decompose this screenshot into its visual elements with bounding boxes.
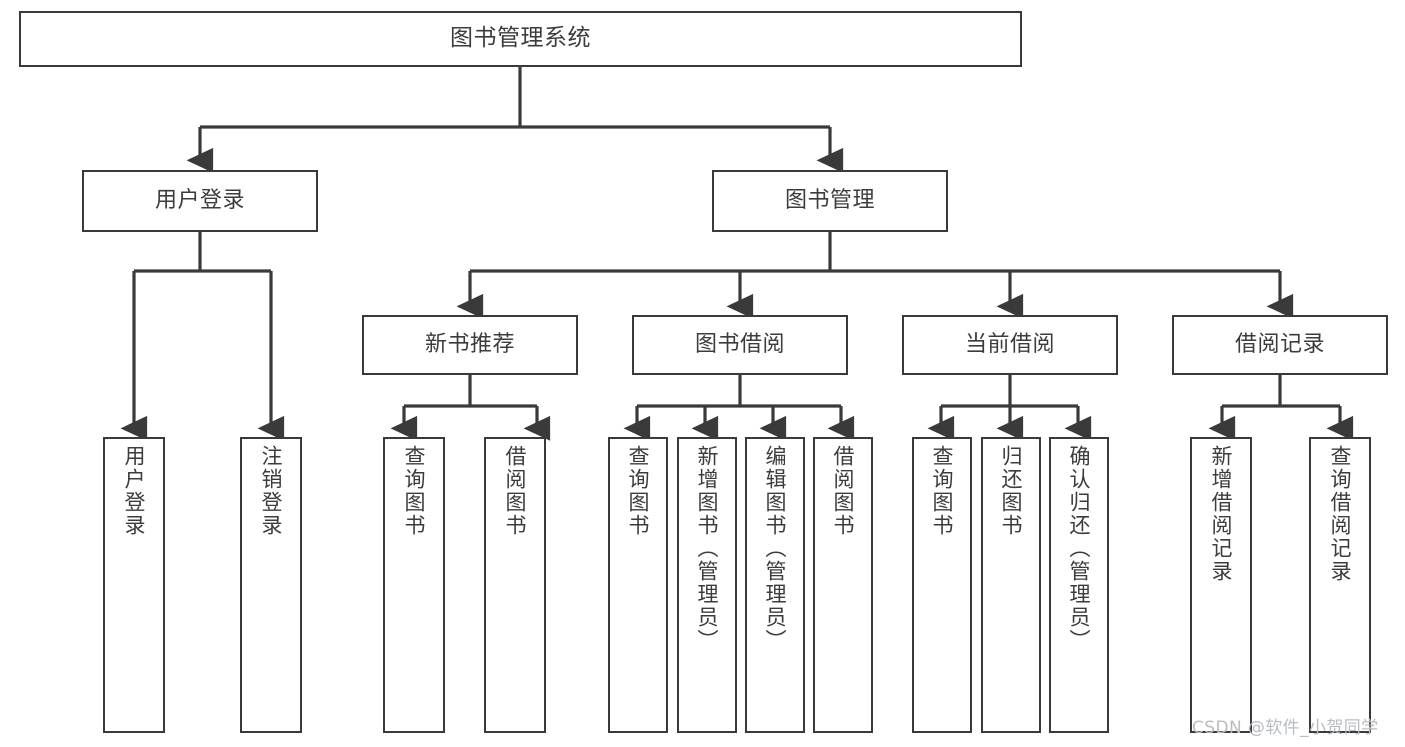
node-leaf-user-logout[interactable]: 注销登录	[240, 437, 302, 733]
node-user-login-label: 用户登录	[154, 187, 245, 213]
node-current-borrow[interactable]: 当前借阅	[902, 315, 1118, 375]
node-leaf-query-book-c-label: 查询图书	[930, 445, 955, 537]
node-leaf-query-book-c[interactable]: 查询图书	[912, 437, 972, 733]
node-leaf-query-book-a[interactable]: 查询图书	[383, 437, 445, 733]
node-root[interactable]: 图书管理系统	[19, 11, 1022, 67]
node-leaf-query-book-a-label: 查询图书	[402, 445, 427, 537]
node-root-label: 图书管理系统	[450, 25, 591, 52]
node-user-login[interactable]: 用户登录	[82, 170, 318, 232]
node-leaf-add-record[interactable]: 新增借阅记录	[1190, 437, 1252, 733]
node-leaf-confirm-return-label: 确认归还（管理员）	[1067, 445, 1092, 652]
node-leaf-query-record[interactable]: 查询借阅记录	[1309, 437, 1371, 733]
node-leaf-return-book[interactable]: 归还图书	[981, 437, 1041, 733]
node-leaf-user-logout-label: 注销登录	[259, 445, 284, 537]
node-leaf-confirm-return[interactable]: 确认归还（管理员）	[1049, 437, 1109, 733]
node-book-manage[interactable]: 图书管理	[712, 170, 948, 232]
node-leaf-add-record-label: 新增借阅记录	[1209, 445, 1234, 583]
node-book-borrow-label: 图书借阅	[694, 331, 785, 357]
node-leaf-query-book-b[interactable]: 查询图书	[608, 437, 668, 733]
node-leaf-query-record-label: 查询借阅记录	[1328, 445, 1353, 583]
node-leaf-user-login[interactable]: 用户登录	[103, 437, 165, 733]
node-leaf-user-login-label: 用户登录	[122, 445, 147, 537]
node-current-borrow-label: 当前借阅	[964, 331, 1055, 357]
node-leaf-edit-book-label: 编辑图书（管理员）	[763, 445, 788, 652]
node-leaf-edit-book[interactable]: 编辑图书（管理员）	[745, 437, 805, 733]
node-leaf-borrow-book-a[interactable]: 借阅图书	[484, 437, 546, 733]
node-leaf-borrow-book-a-label: 借阅图书	[503, 445, 528, 537]
node-borrow-record-label: 借阅记录	[1234, 331, 1325, 357]
node-new-book-rec-label: 新书推荐	[424, 331, 515, 357]
node-book-manage-label: 图书管理	[784, 187, 875, 213]
node-leaf-borrow-book-b-label: 借阅图书	[831, 445, 856, 537]
node-leaf-return-book-label: 归还图书	[999, 445, 1024, 537]
node-book-borrow[interactable]: 图书借阅	[632, 315, 848, 375]
node-leaf-add-book-label: 新增图书（管理员）	[695, 445, 720, 652]
node-leaf-query-book-b-label: 查询图书	[626, 445, 651, 537]
node-leaf-borrow-book-b[interactable]: 借阅图书	[813, 437, 873, 733]
node-new-book-rec[interactable]: 新书推荐	[362, 315, 578, 375]
node-borrow-record[interactable]: 借阅记录	[1172, 315, 1388, 375]
csdn-watermark: CSDN @软件_小贺同学	[1192, 718, 1379, 738]
node-leaf-add-book[interactable]: 新增图书（管理员）	[677, 437, 737, 733]
